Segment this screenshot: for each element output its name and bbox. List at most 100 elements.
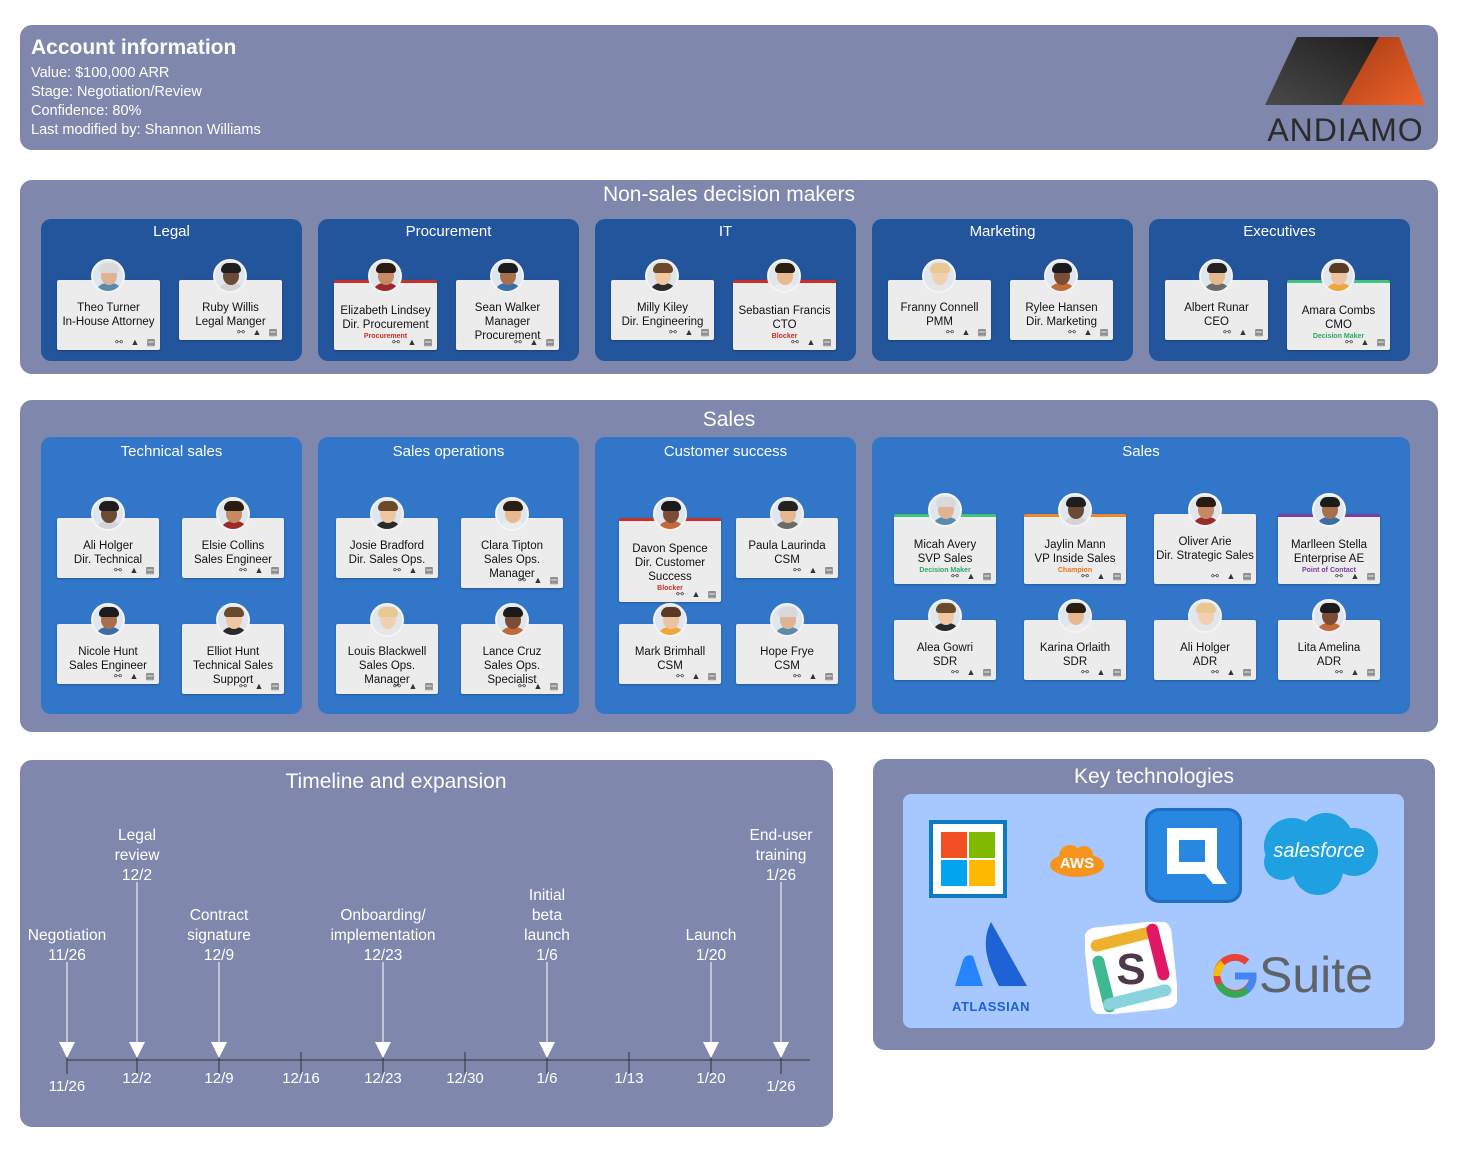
notes-icon[interactable]: ▤ [824,671,834,681]
link-icon[interactable]: ⚯ [676,589,684,599]
notes-icon[interactable]: ▤ [1242,667,1252,677]
link-icon[interactable]: ⚯ [393,565,401,575]
notes-icon[interactable]: ▤ [982,667,992,677]
link-icon[interactable]: ⚯ [1335,667,1343,677]
notes-icon[interactable]: ▤ [1254,327,1264,337]
link-icon[interactable]: ⚯ [791,337,799,347]
notes-icon[interactable]: ▤ [270,565,280,575]
notes-icon[interactable]: ▤ [423,337,433,347]
user-icon[interactable]: ▲ [966,667,976,677]
avatar [1312,599,1346,633]
user-icon[interactable]: ▲ [408,565,418,575]
user-icon[interactable]: ▲ [1226,571,1236,581]
user-icon[interactable]: ▲ [1096,667,1106,677]
user-icon[interactable]: ▲ [808,565,818,575]
notes-icon[interactable]: ▤ [1112,571,1122,581]
link-icon[interactable]: ⚯ [114,565,122,575]
notes-icon[interactable]: ▤ [824,565,834,575]
user-icon[interactable]: ▲ [806,337,816,347]
user-icon[interactable]: ▲ [1096,571,1106,581]
notes-icon[interactable]: ▤ [1099,327,1109,337]
user-icon[interactable]: ▲ [407,337,417,347]
notes-icon[interactable]: ▤ [1376,337,1386,347]
link-icon[interactable]: ⚯ [793,671,801,681]
user-icon[interactable]: ▲ [691,671,701,681]
link-icon[interactable]: ⚯ [1068,327,1076,337]
link-icon[interactable]: ⚯ [1335,571,1343,581]
link-icon[interactable]: ⚯ [393,681,401,691]
user-icon[interactable]: ▲ [1226,667,1236,677]
user-icon[interactable]: ▲ [684,327,694,337]
link-icon[interactable]: ⚯ [669,327,677,337]
user-icon[interactable]: ▲ [254,565,264,575]
user-icon[interactable]: ▲ [408,681,418,691]
notes-icon[interactable]: ▤ [424,565,434,575]
notes-icon[interactable]: ▤ [1366,571,1376,581]
link-icon[interactable]: ⚯ [1081,571,1089,581]
link-icon[interactable]: ⚯ [114,671,122,681]
notes-icon[interactable]: ▤ [545,337,555,347]
notes-icon[interactable]: ▤ [707,671,717,681]
user-icon[interactable]: ▲ [691,589,701,599]
notes-icon[interactable]: ▤ [145,671,155,681]
notes-icon[interactable]: ▤ [270,681,280,691]
link-icon[interactable]: ⚯ [951,571,959,581]
aws-logo [1050,845,1104,877]
link-icon[interactable]: ⚯ [946,327,954,337]
user-icon[interactable]: ▲ [130,337,140,347]
avatar [928,493,962,527]
notes-icon[interactable]: ▤ [1112,667,1122,677]
link-icon[interactable]: ⚯ [1345,337,1353,347]
link-icon[interactable]: ⚯ [1211,667,1219,677]
link-icon[interactable]: ⚯ [951,667,959,677]
notes-icon[interactable]: ▤ [1366,667,1376,677]
link-icon[interactable]: ⚯ [1081,667,1089,677]
user-icon[interactable]: ▲ [1360,337,1370,347]
link-icon[interactable]: ⚯ [518,575,526,585]
notes-icon[interactable]: ▤ [549,575,559,585]
link-icon[interactable]: ⚯ [392,337,400,347]
notes-icon[interactable]: ▤ [549,681,559,691]
notes-icon[interactable]: ▤ [145,565,155,575]
notes-icon[interactable]: ▤ [707,589,717,599]
user-icon[interactable]: ▲ [1238,327,1248,337]
card-icons: ⚯ ▲ ▤ [1066,326,1110,338]
user-icon[interactable]: ▲ [252,327,262,337]
link-icon[interactable]: ⚯ [237,327,245,337]
timeline-event-label: Initial beta launch [524,887,570,944]
link-icon[interactable]: ⚯ [115,337,123,347]
user-icon[interactable]: ▲ [533,575,543,585]
notes-icon[interactable]: ▤ [268,327,278,337]
link-icon[interactable]: ⚯ [676,671,684,681]
link-icon[interactable]: ⚯ [239,681,247,691]
notes-icon[interactable]: ▤ [822,337,832,347]
notes-icon[interactable]: ▤ [146,337,156,347]
user-icon[interactable]: ▲ [533,681,543,691]
notes-icon[interactable]: ▤ [424,681,434,691]
user-icon[interactable]: ▲ [1350,571,1360,581]
user-icon[interactable]: ▲ [808,671,818,681]
notes-icon[interactable]: ▤ [700,327,710,337]
notes-icon[interactable]: ▤ [982,571,992,581]
user-icon[interactable]: ▲ [966,571,976,581]
link-icon[interactable]: ⚯ [793,565,801,575]
notes-icon[interactable]: ▤ [1242,571,1252,581]
link-icon[interactable]: ⚯ [514,337,522,347]
link-icon[interactable]: ⚯ [239,565,247,575]
user-icon[interactable]: ▲ [961,327,971,337]
user-icon[interactable]: ▲ [129,565,139,575]
link-icon[interactable]: ⚯ [1223,327,1231,337]
user-icon[interactable]: ▲ [1350,667,1360,677]
user-icon[interactable]: ▲ [129,671,139,681]
link-icon[interactable]: ⚯ [1211,571,1219,581]
user-icon[interactable]: ▲ [254,681,264,691]
user-icon[interactable]: ▲ [529,337,539,347]
link-icon[interactable]: ⚯ [518,681,526,691]
user-icon[interactable]: ▲ [1083,327,1093,337]
notes-icon[interactable]: ▤ [977,327,987,337]
